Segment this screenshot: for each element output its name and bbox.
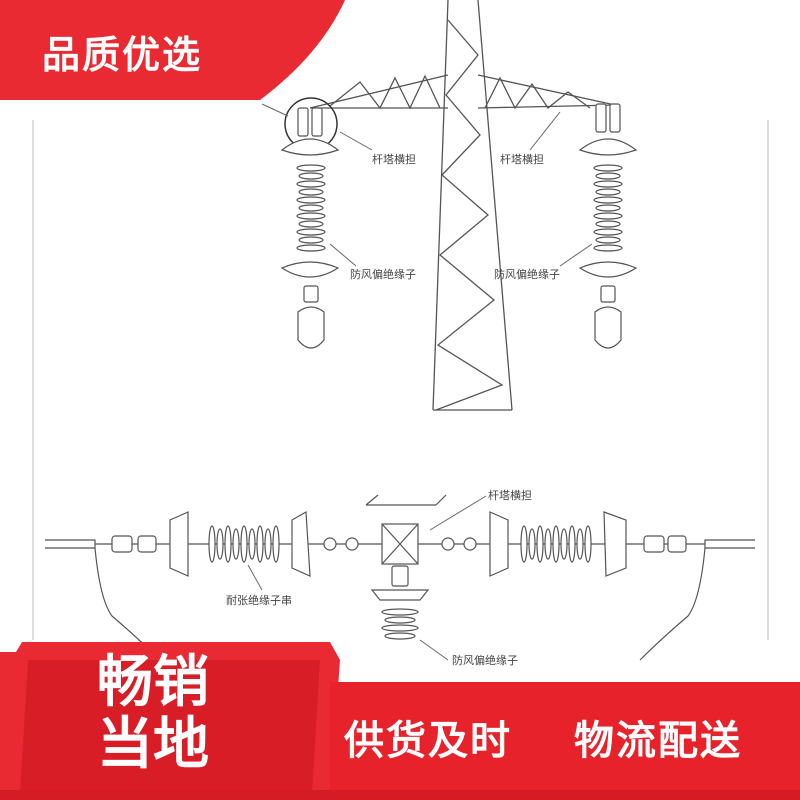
upper-tower	[309, 0, 616, 411]
lower-assembly	[45, 494, 755, 661]
upper-left-insulator	[280, 97, 340, 349]
label-windproof-insulator-right: 防风偏绝缘子	[494, 267, 560, 281]
upper-leader-lines	[261, 103, 593, 267]
label-tower-crossarm-left: 杆塔横担	[372, 152, 416, 166]
slogan-logistics: 物流配送	[574, 718, 742, 764]
label-windproof-insulator-left: 防风偏绝缘子	[350, 267, 416, 281]
lower-leader-lines	[247, 495, 487, 661]
tension-string-right-sheds	[520, 525, 592, 563]
upper-right-insulator	[578, 103, 638, 349]
insulator-sheds	[296, 164, 326, 252]
label-windproof-insulator-bottom: 防风偏绝缘子	[452, 653, 518, 667]
badge-line-1: 畅销	[97, 650, 209, 715]
windproof-insulator-bottom-sheds	[381, 608, 419, 640]
bottom-promo-bar	[0, 642, 800, 800]
top-banner-text: 品质优选	[42, 33, 203, 77]
label-tower-crossarm-right: 杆塔横担	[500, 152, 544, 166]
label-tension-insulator-string: 耐张绝缘子串	[226, 593, 292, 607]
insulator-sheds	[593, 164, 623, 252]
bestseller-badge: 畅销 当地	[72, 652, 234, 787]
tension-string-left-sheds	[208, 525, 280, 563]
slogan-timely-supply: 供货及时	[344, 718, 512, 764]
label-tower-crossarm-bottom: 杆塔横担	[488, 488, 532, 502]
top-banner-shape	[0, 0, 345, 100]
badge-line-2: 当地	[97, 712, 209, 777]
